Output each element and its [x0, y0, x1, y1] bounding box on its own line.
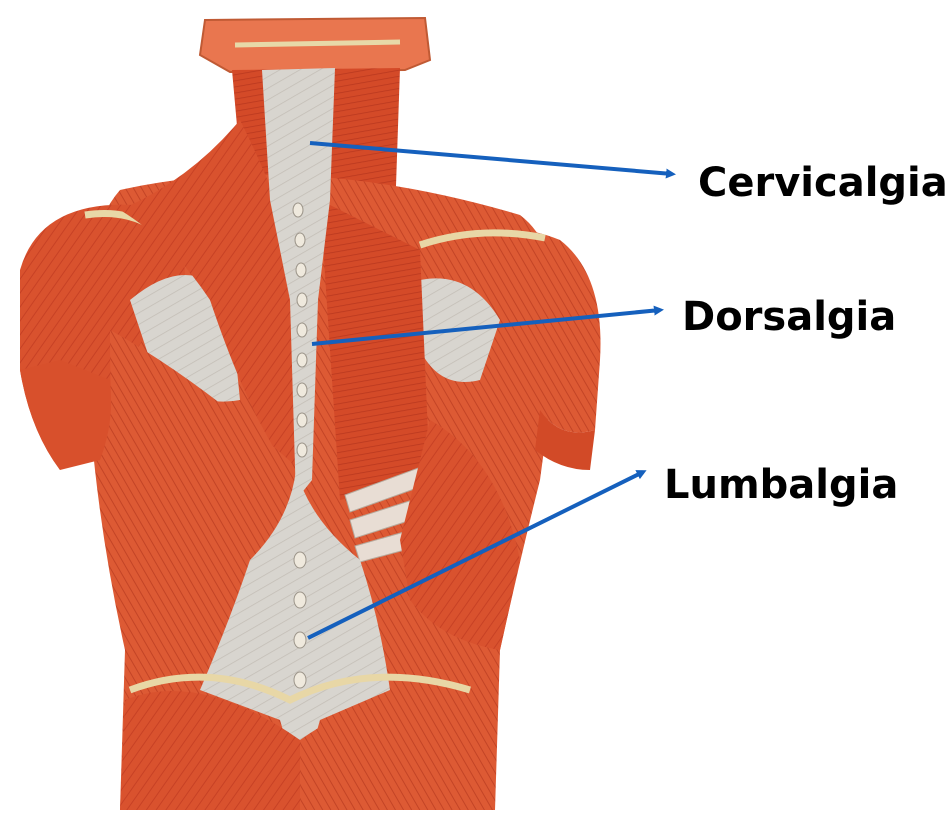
left-arm: [20, 360, 111, 470]
label-lumbalgia: Lumbalgia: [664, 465, 898, 505]
label-dorsalgia: Dorsalgia: [682, 297, 896, 337]
label-cervicalgia: Cervicalgia: [698, 163, 946, 203]
